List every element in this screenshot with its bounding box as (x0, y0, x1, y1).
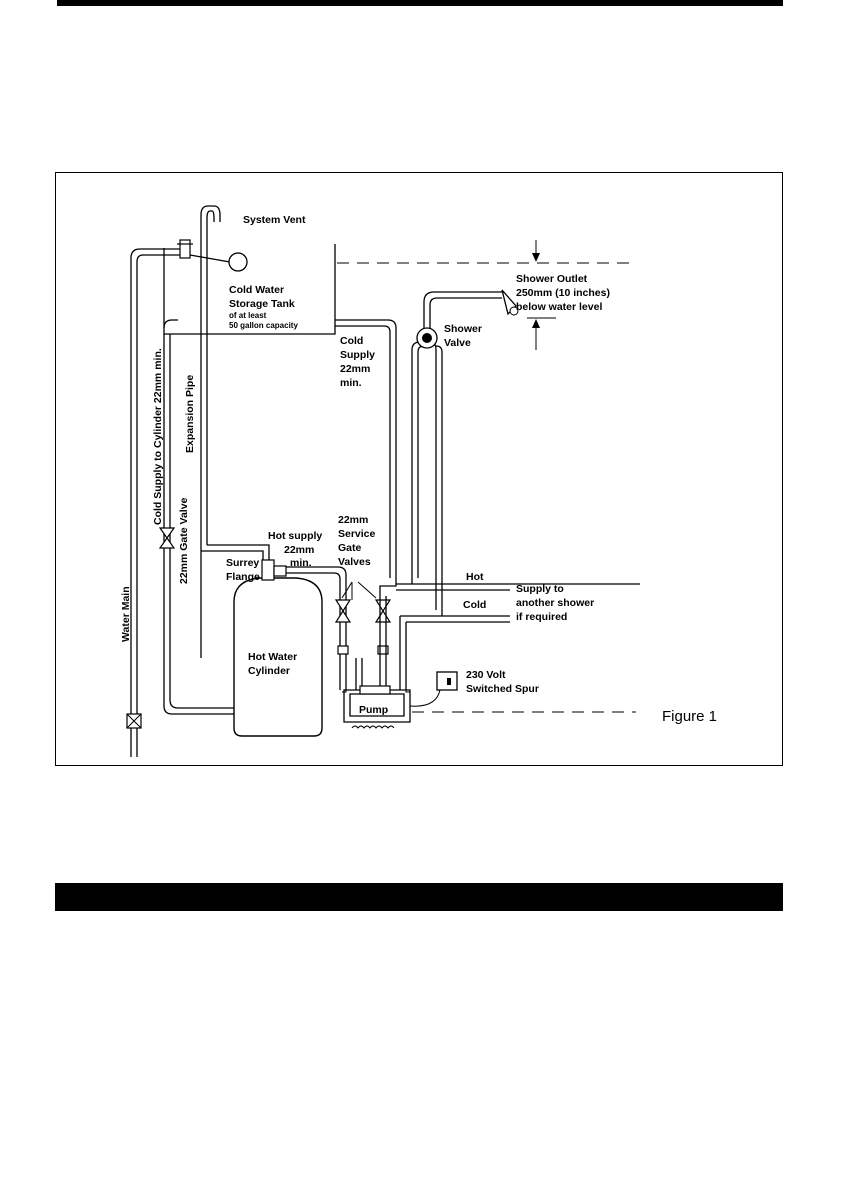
label-system-vent: System Vent (243, 214, 306, 226)
label-gate-valve: 22mm Gate Valve (178, 497, 190, 584)
water-main-stopcock-icon (126, 713, 142, 729)
service-gate-valve-cold-icon (374, 599, 392, 655)
label-hot: Hot (466, 571, 484, 583)
cold-supply-pipe (335, 319, 397, 578)
label-surrey-2: Flange (226, 571, 260, 583)
label-tank-3: of at least (229, 311, 267, 320)
expansion-pipe (200, 205, 270, 658)
label-shower-outlet-2: 250mm (10 inches) (516, 287, 610, 299)
figure-frame (55, 172, 783, 766)
label-pump: Pump (359, 704, 388, 716)
label-cold: Cold (463, 599, 486, 611)
gate-valve-icon (158, 527, 176, 549)
label-shower-valve-1: Shower (444, 323, 482, 335)
shower-head-icon (501, 289, 519, 316)
label-supply-other-2: another shower (516, 597, 594, 609)
switched-spur-icon (409, 671, 458, 707)
figure-caption: Figure 1 (662, 708, 717, 725)
label-hot-supply-1: Hot supply (268, 530, 322, 542)
float-valve-icon (177, 239, 248, 272)
service-valve-pipes (341, 578, 397, 690)
label-cold-supply-4: min. (340, 377, 362, 389)
cold-supply-to-cylinder-pipe (163, 319, 238, 715)
top-rule (57, 0, 783, 6)
service-gate-valve-hot-icon (334, 599, 352, 655)
water-main-pipe (130, 248, 185, 757)
label-cylinder-2: Cylinder (248, 665, 290, 677)
label-spur-2: Switched Spur (466, 683, 539, 695)
label-shower-valve-2: Valve (444, 337, 471, 349)
dimension-arrows (527, 240, 556, 350)
label-cold-supply-3: 22mm (340, 363, 370, 375)
label-service-4: Valves (338, 556, 371, 568)
label-spur-1: 230 Volt (466, 669, 506, 681)
label-hot-supply-3: min. (290, 557, 312, 569)
label-hot-supply-2: 22mm (284, 544, 314, 556)
label-service-1: 22mm (338, 514, 368, 526)
hot-water-cylinder (233, 559, 323, 737)
label-cold-supply-1: Cold (340, 335, 363, 347)
label-tank-1: Cold Water (229, 284, 284, 296)
label-cylinder-1: Hot Water (248, 651, 297, 663)
label-cold-supply-2: Supply (340, 349, 375, 361)
label-supply-other-1: Supply to (516, 583, 564, 595)
label-cold-supply-cylinder: Cold Supply to Cylinder 22mm min. (152, 348, 164, 525)
label-shower-outlet-1: Shower Outlet (516, 273, 588, 285)
section-header-bar (55, 883, 783, 911)
label-tank-4: 50 gallon capacity (229, 321, 298, 330)
pump (342, 685, 411, 729)
label-tank-2: Storage Tank (229, 298, 295, 310)
shower-riser-pipe (423, 291, 502, 328)
label-shower-outlet-3: below water level (516, 301, 602, 313)
label-supply-other-3: if required (516, 611, 567, 623)
label-water-main: Water Main (120, 586, 132, 642)
storage-tank (163, 244, 630, 335)
label-service-3: Gate (338, 542, 362, 554)
label-surrey-1: Surrey (226, 557, 259, 569)
hot-supply-pipe (286, 566, 347, 690)
label-expansion-pipe: Expansion Pipe (184, 375, 196, 453)
shower-valve-icon (416, 327, 438, 349)
shower-supply-pipes (396, 341, 640, 690)
label-service-2: Service (338, 528, 376, 540)
